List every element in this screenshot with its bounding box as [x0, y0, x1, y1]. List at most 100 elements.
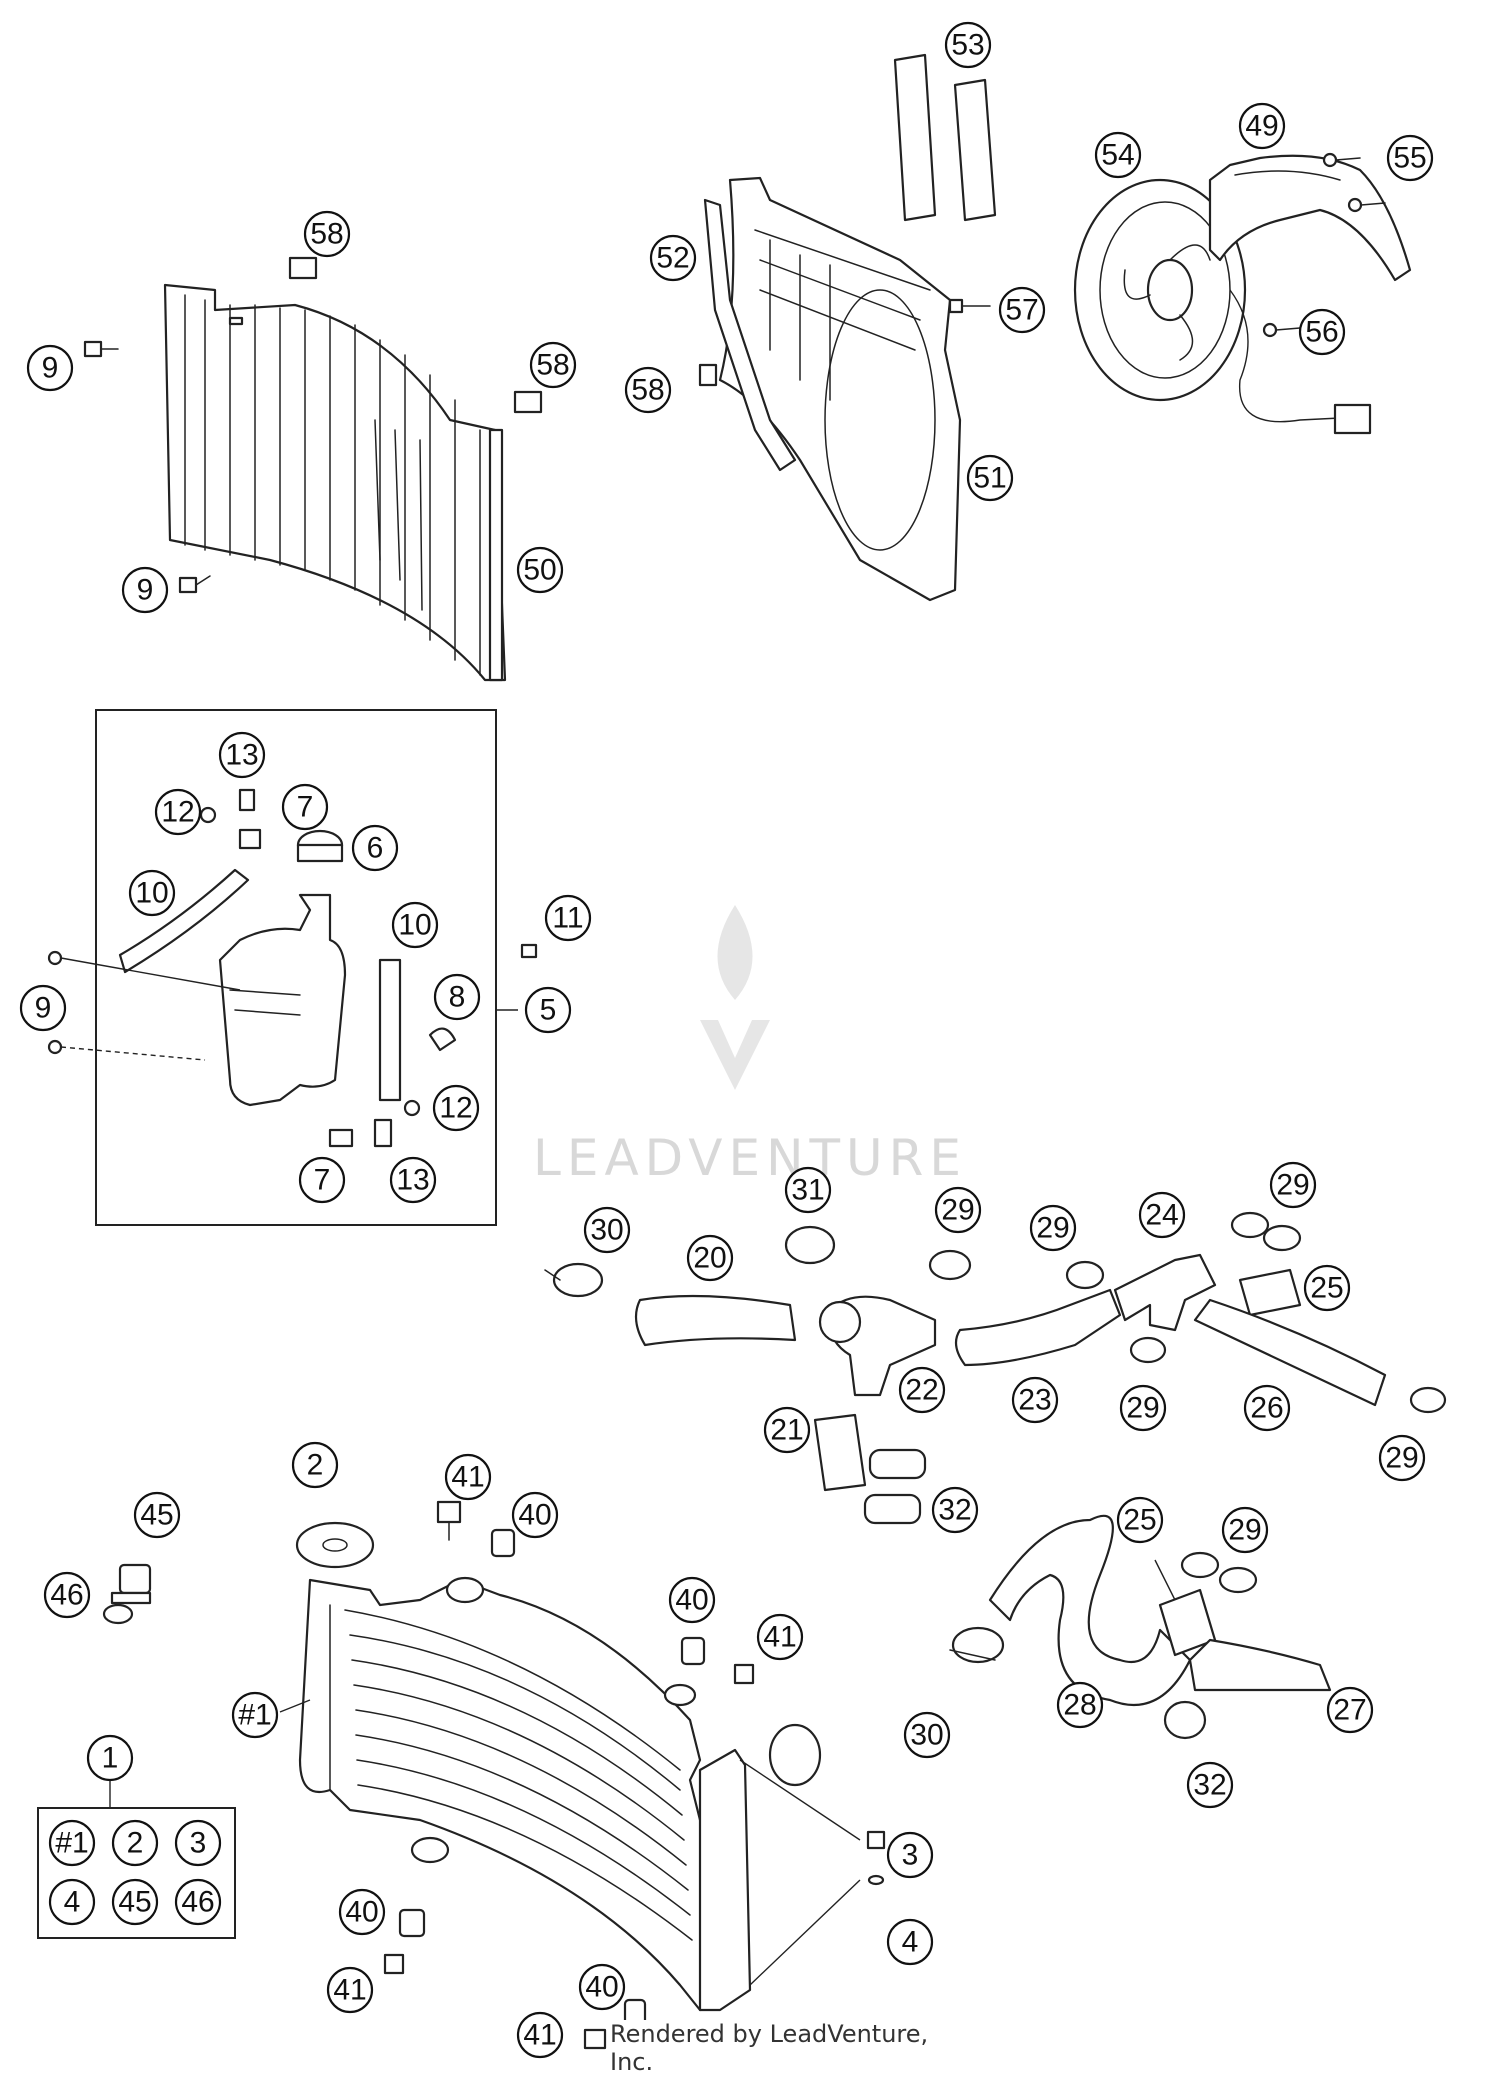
- svg-text:12: 12: [439, 1092, 472, 1125]
- callout-23: 23: [1011, 1376, 1059, 1424]
- svg-text:28: 28: [1063, 1689, 1096, 1722]
- svg-text:54: 54: [1101, 139, 1134, 172]
- hose-clamp-part: [1129, 1336, 1167, 1364]
- svg-text:6: 6: [367, 832, 384, 865]
- callout-32: 32: [931, 1486, 979, 1534]
- svg-text:45: 45: [118, 1886, 151, 1919]
- callout-29: 29: [1119, 1384, 1167, 1432]
- callout-40: 40: [578, 1963, 626, 2011]
- breather-hose-part: [118, 868, 250, 974]
- screw-part: [1322, 152, 1361, 168]
- svg-text:41: 41: [763, 1621, 796, 1654]
- overflow-hose-part: [378, 958, 402, 1102]
- leader-line: [60, 957, 241, 991]
- bolt-part: [733, 1663, 755, 1685]
- hose-clamp-part: [1180, 1551, 1220, 1579]
- svg-text:58: 58: [631, 374, 664, 407]
- svg-text:30: 30: [590, 1214, 623, 1247]
- radiator-hose-part: [1188, 1638, 1332, 1692]
- svg-text:29: 29: [1385, 1442, 1418, 1475]
- svg-text:30: 30: [910, 1719, 943, 1752]
- radiator-part: [298, 1576, 822, 2012]
- hose-part: [1238, 1268, 1302, 1317]
- callout-41: 41: [756, 1613, 804, 1661]
- svg-text:57: 57: [1005, 294, 1038, 327]
- callout-21: 21: [763, 1406, 811, 1454]
- screw-part: [1262, 322, 1301, 338]
- screw-part: [47, 1039, 63, 1055]
- svg-text:27: 27: [1333, 1694, 1366, 1727]
- t-connector-part: [1113, 1253, 1217, 1332]
- svg-text:24: 24: [1145, 1199, 1178, 1232]
- svg-text:1: 1: [102, 1742, 119, 1775]
- hose-clamp-part: [544, 1262, 604, 1298]
- expansion-tank-kit-box: [95, 709, 497, 1226]
- filter-panel-part: [953, 78, 997, 222]
- callout-29: 29: [934, 1186, 982, 1234]
- hose-clamp-part: [1230, 1211, 1270, 1239]
- cooling-fan-part: [1073, 178, 1372, 435]
- svg-text:53: 53: [951, 29, 984, 62]
- leader-line: [739, 1759, 861, 1841]
- svg-text:9: 9: [42, 352, 59, 385]
- callout-27: 27: [1326, 1686, 1374, 1734]
- callout-2: 2: [291, 1441, 339, 1489]
- callout-25: 25: [1116, 1496, 1164, 1544]
- o-ring-part: [102, 1603, 134, 1625]
- radiator-kit-box: [37, 1807, 236, 1939]
- svg-text:29: 29: [1276, 1169, 1309, 1202]
- callout-58: 58: [624, 366, 672, 414]
- drain-screw-part: [866, 1830, 886, 1850]
- svg-text:29: 29: [1126, 1392, 1159, 1425]
- svg-text:58: 58: [310, 218, 343, 251]
- callout-29: 29: [1378, 1434, 1426, 1482]
- svg-text:9: 9: [35, 992, 52, 1025]
- svg-text:32: 32: [938, 1494, 971, 1527]
- kit-callout-3: 3: [174, 1819, 222, 1867]
- hose-clamp-part: [1218, 1566, 1258, 1594]
- leader-line: [279, 1699, 311, 1713]
- svg-text:40: 40: [585, 1971, 618, 2004]
- callout-54: 54: [1094, 131, 1142, 179]
- svg-text:3: 3: [190, 1827, 207, 1860]
- callout-8: 8: [433, 973, 481, 1021]
- fitting-part: [238, 788, 256, 812]
- filter-panel-part: [893, 53, 937, 222]
- callout-31: 31: [784, 1166, 832, 1214]
- radiator-shroud-part: [163, 283, 507, 682]
- svg-text:21: 21: [770, 1414, 803, 1447]
- callout-57: 57: [998, 286, 1046, 334]
- thermostat-housing-part: [818, 1295, 937, 1397]
- svg-text:22: 22: [905, 1374, 938, 1407]
- elbow-part: [328, 1128, 354, 1148]
- callout-56: 56: [1298, 308, 1346, 356]
- callout-9: 9: [26, 344, 74, 392]
- fan-shroud-part: [703, 176, 962, 602]
- svg-text:11: 11: [552, 902, 583, 935]
- leader-line: [1154, 1559, 1176, 1601]
- callout-3: 3: [886, 1831, 934, 1879]
- screw-part: [47, 950, 63, 966]
- clip-part: [428, 1027, 457, 1052]
- svg-text:7: 7: [297, 791, 314, 824]
- bolt-part: [583, 2028, 607, 2050]
- callout-12: 12: [432, 1084, 480, 1132]
- callout-53: 53: [944, 21, 992, 69]
- svg-text:41: 41: [451, 1461, 484, 1494]
- render-credit: Rendered by LeadVenture, Inc.: [610, 2020, 930, 2076]
- svg-text:41: 41: [333, 1974, 366, 2007]
- hose-clamp-part: [1262, 1224, 1302, 1252]
- callout-58: 58: [529, 341, 577, 389]
- svg-text:45: 45: [140, 1499, 173, 1532]
- svg-text:52: 52: [656, 242, 689, 275]
- callout-51: 51: [966, 454, 1014, 502]
- callout-40: 40: [338, 1888, 386, 1936]
- callout-58: 58: [303, 210, 351, 258]
- nut-part: [520, 943, 538, 959]
- svg-text:7: 7: [314, 1164, 331, 1197]
- svg-text:49: 49: [1245, 110, 1278, 143]
- hose-clamp-part: [928, 1249, 972, 1281]
- fitting-part: [373, 1118, 393, 1148]
- svg-text:4: 4: [64, 1886, 81, 1919]
- bolt-part: [178, 575, 211, 594]
